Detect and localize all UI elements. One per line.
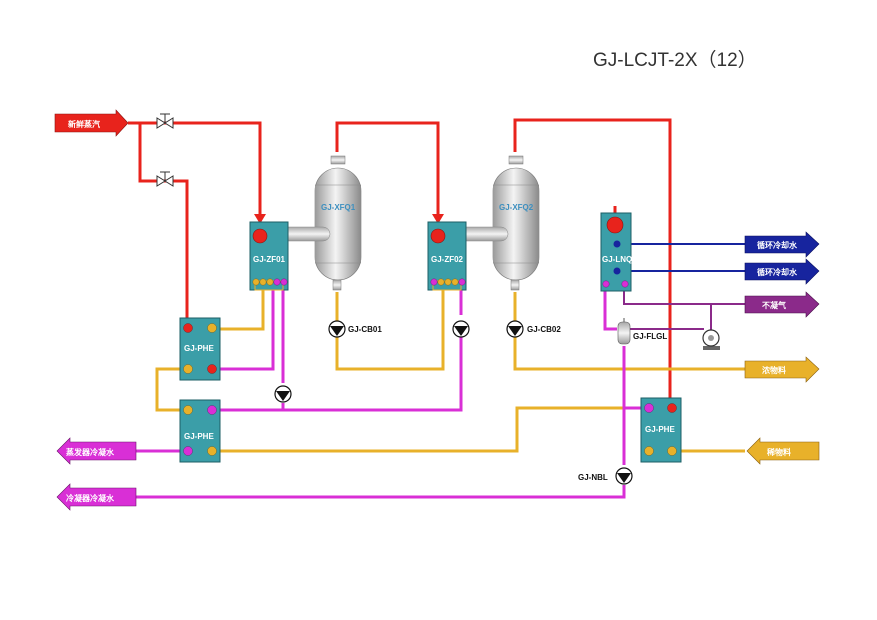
pump-icon[interactable] — [452, 320, 470, 338]
cooling-water-in-arrow: 循环冷却水 — [744, 258, 820, 285]
separator-xfq1[interactable]: GJ-XFQ1 — [314, 155, 362, 291]
gas-liquid-separator-icon[interactable] — [617, 318, 631, 345]
svg-text:循环冷却水: 循环冷却水 — [756, 267, 798, 277]
separator-flgl-label: GJ-FLGL — [633, 332, 667, 341]
gate-valve-icon[interactable] — [156, 113, 174, 129]
pump-icon[interactable] — [274, 385, 292, 403]
evaporator-zf01-label: GJ-ZF01 — [253, 255, 286, 264]
fresh-steam-arrow: 新鲜蒸汽 — [54, 109, 129, 137]
separator-xfq2[interactable]: GJ-XFQ2 — [492, 155, 540, 291]
condenser-lnq[interactable]: GJ-LNQ — [600, 212, 632, 292]
concentrate-arrow: 浓物料 — [744, 356, 820, 383]
product-lines — [155, 290, 745, 453]
plate-heat-exchanger-2[interactable]: GJ-PHE — [179, 399, 221, 463]
separator-xfq1-label: GJ-XFQ1 — [321, 203, 356, 212]
diagram-title: GJ-LCJT-2X（12） — [593, 49, 757, 71]
plate-heat-exchanger-2-label: GJ-PHE — [184, 432, 214, 441]
pump-cb01-label: GJ-CB01 — [348, 325, 382, 334]
svg-text:冷凝器冷凝水: 冷凝器冷凝水 — [66, 493, 115, 503]
svg-text:不凝气: 不凝气 — [762, 300, 786, 310]
condensate-lines — [136, 290, 643, 499]
plate-heat-exchanger-3[interactable]: GJ-PHE — [640, 397, 682, 463]
evaporator-condensate-arrow: 蒸发器冷凝水 — [56, 437, 137, 465]
svg-text:循环冷却水: 循环冷却水 — [756, 240, 798, 250]
plate-heat-exchanger-1[interactable]: GJ-PHE — [179, 317, 221, 381]
noncondensable-gas-arrow: 不凝气 — [744, 291, 820, 318]
plate-heat-exchanger-3-label: GJ-PHE — [645, 425, 675, 434]
evaporator-zf01[interactable]: GJ-ZF01 — [249, 221, 289, 291]
pump-cb02-label: GJ-CB02 — [527, 325, 561, 334]
steam-arrowheads — [254, 214, 444, 224]
vapor-connector-pipes — [267, 226, 509, 242]
separator-xfq2-label: GJ-XFQ2 — [499, 203, 534, 212]
pump-nbl-label: GJ-NBL — [578, 473, 608, 482]
cooling-water-lines — [617, 243, 745, 272]
cooling-water-out-arrow: 循环冷却水 — [744, 231, 820, 258]
svg-text:浓物料: 浓物料 — [762, 365, 786, 375]
noncondensable-lines — [623, 291, 745, 330]
steam-lines — [128, 118, 672, 400]
evaporator-zf02[interactable]: GJ-ZF02 — [427, 221, 467, 291]
gate-valve-icon[interactable] — [156, 171, 174, 187]
evaporator-zf02-label: GJ-ZF02 — [431, 255, 464, 264]
vacuum-pump-icon[interactable] — [702, 329, 720, 350]
pump-icon[interactable] — [328, 320, 346, 338]
svg-text:蒸发器冷凝水: 蒸发器冷凝水 — [66, 447, 115, 457]
pump-icon[interactable] — [615, 467, 633, 485]
pump-icon[interactable] — [506, 320, 524, 338]
condenser-condensate-arrow: 冷凝器冷凝水 — [56, 483, 137, 511]
svg-text:稀物料: 稀物料 — [767, 447, 791, 457]
plate-heat-exchanger-1-label: GJ-PHE — [184, 344, 214, 353]
svg-text:新鲜蒸汽: 新鲜蒸汽 — [68, 119, 100, 129]
condenser-lnq-label: GJ-LNQ — [602, 255, 632, 264]
dilute-feed-arrow: 稀物料 — [746, 437, 820, 465]
